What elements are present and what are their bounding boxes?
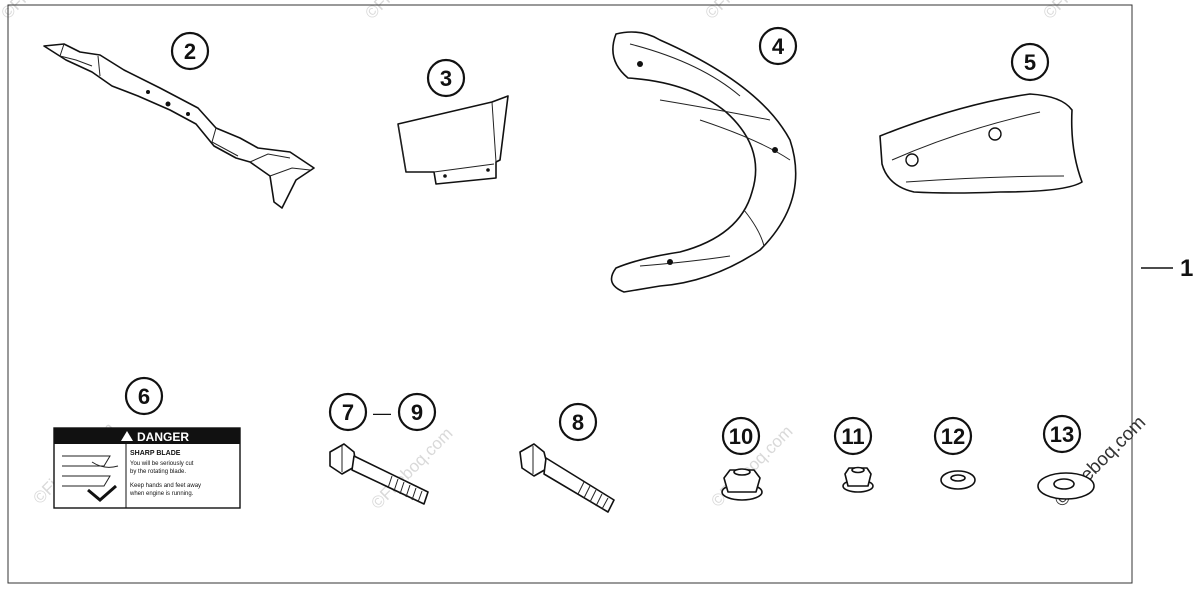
danger-label: DANGER SHARP BLADE You will be seriously… (53, 427, 241, 509)
curved-baffle (610, 31, 797, 293)
danger-line-3: Keep hands and feet away (130, 483, 201, 489)
callout-circle (124, 376, 164, 416)
short-bolt (519, 443, 615, 513)
danger-title: DANGER (137, 430, 189, 444)
callout-12-marker: 12 (933, 416, 973, 456)
callout-5: 5 (1024, 50, 1036, 75)
warning-icon (121, 431, 133, 441)
callout-13: 13 (1050, 422, 1074, 447)
danger-label-header (54, 428, 240, 444)
callout-7: 7 (342, 400, 354, 425)
danger-line-4: when engine is running. (129, 491, 194, 497)
callout-circle (933, 416, 973, 456)
shield-hole (988, 127, 1002, 141)
callout-circle (558, 402, 598, 442)
danger-heading: SHARP BLADE (130, 450, 181, 457)
callout-2: 2 (184, 39, 196, 64)
blade-hole (146, 90, 150, 94)
callout-4-marker: 4 (758, 26, 798, 66)
watermark: ©Fireboq.com (361, 0, 450, 23)
danger-line-1: You will be seriously cut (130, 461, 194, 467)
flange-nut-large (721, 468, 763, 501)
plate-hole (443, 174, 447, 178)
watermark: ©Fireboq.com (0, 0, 86, 23)
callout-circle (1010, 42, 1050, 82)
callout-3-marker: 3 (426, 58, 466, 98)
blade-hole (165, 101, 171, 107)
side-shield (879, 93, 1083, 194)
callout-11: 11 (841, 424, 864, 449)
shield-hole (905, 153, 919, 167)
plate-hole (486, 168, 490, 172)
callout-circle (1042, 414, 1082, 454)
nut-bore (851, 466, 865, 474)
callout-circle (758, 26, 798, 66)
baffle-hole (637, 61, 643, 67)
callout-9: 9 (411, 400, 423, 425)
long-bolt (329, 443, 429, 505)
callout-6-marker: 6 (124, 376, 164, 416)
range-dash: — (373, 403, 391, 423)
callout-7-9-marker: 7 — 9 (328, 392, 437, 432)
callout-circle (397, 392, 437, 432)
deflector-plate (397, 95, 509, 185)
mower-blade (43, 43, 315, 209)
washer (940, 470, 976, 490)
hand-blade-pictogram (62, 455, 119, 502)
callout-circle (426, 58, 466, 98)
callout-5-marker: 5 (1010, 42, 1050, 82)
baffle-hole (667, 259, 673, 265)
danger-line-2: by the rotating blade. (130, 469, 186, 475)
callout-13-marker: 13 (1042, 414, 1082, 454)
callout-4: 4 (772, 34, 785, 59)
callout-2-marker: 2 (170, 31, 210, 71)
callout-12: 12 (941, 424, 965, 449)
watermark: ©Fireboq.com (1039, 0, 1128, 23)
large-washer (1037, 472, 1095, 500)
flange-nut-small (842, 466, 874, 493)
callout-3: 3 (440, 66, 452, 91)
watermark: ©Fireboq.com (701, 0, 790, 23)
callout-10-marker: 10 (721, 416, 761, 456)
callout-circle (833, 416, 873, 456)
baffle-hole (772, 147, 778, 153)
washer-hole (1053, 478, 1075, 490)
callout-11-marker: 11 (833, 416, 873, 456)
callout-circle (328, 392, 368, 432)
callout-6: 6 (138, 384, 150, 409)
callout-circle (721, 416, 761, 456)
nut-bore (733, 468, 751, 476)
callout-1: 1 (1180, 255, 1193, 282)
blade-hole (186, 112, 190, 116)
washer-hole (950, 474, 966, 482)
kit-frame (7, 4, 1133, 584)
callout-8-marker: 8 (558, 402, 598, 442)
callout-circle (170, 31, 210, 71)
callout-8: 8 (572, 410, 584, 435)
callout-10: 10 (729, 424, 753, 449)
